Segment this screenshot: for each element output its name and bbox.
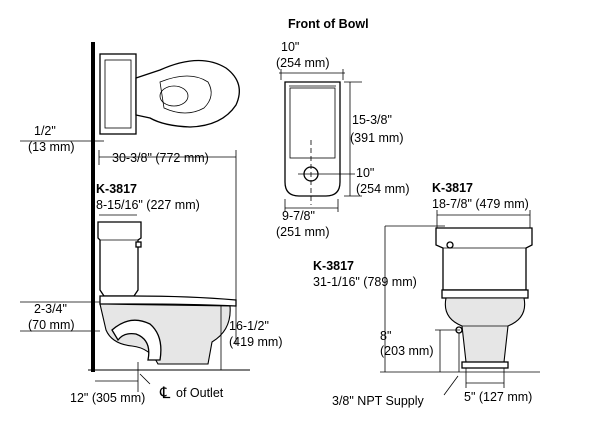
front-seat — [441, 289, 529, 299]
supply-label: 3/8" NPT Supply — [332, 394, 425, 408]
overall-height: 31-1/16" (789 mm) — [313, 275, 417, 289]
overall-length: 30-3/8" (772 mm) — [112, 151, 209, 165]
depth-in: 15-3/8" — [352, 113, 392, 127]
rough-in: 12" (305 mm) — [70, 391, 145, 405]
front-view: K-3817 18-7/8" (479 mm) K-3817 31-1/16" … — [313, 181, 540, 408]
centerline-symbol: ℄ — [159, 385, 171, 402]
rear-in: 9-7/8" — [282, 209, 315, 223]
depth-mm: (391 mm) — [350, 131, 403, 145]
side-view: 1/2" (13 mm) 30-3/8" (772 mm) K-3817 8-1… — [20, 42, 282, 405]
height-model: K-3817 — [313, 259, 354, 273]
tank-depth: 8-15/16" (227 mm) — [96, 198, 200, 212]
bowl-top-tank — [289, 87, 336, 159]
rim-height-mm: (419 mm) — [229, 335, 282, 349]
supply-height-mm: (70 mm) — [28, 318, 75, 332]
front-model: K-3817 — [432, 181, 473, 195]
centerline-label: of Outlet — [176, 386, 224, 400]
side-model: K-3817 — [96, 182, 137, 196]
supply-mm: (203 mm) — [380, 344, 433, 358]
wall-gap-mm: (13 mm) — [28, 140, 75, 154]
hole-mm: (254 mm) — [356, 182, 409, 196]
tank-width: 18-7/8" (479 mm) — [432, 197, 529, 211]
rim-height-in: 16-1/2" — [229, 319, 269, 333]
front-tank — [435, 227, 533, 291]
wall — [91, 42, 95, 372]
supply-in: 8" — [380, 329, 391, 343]
rear-mm: (251 mm) — [276, 225, 329, 239]
front-of-bowl-title: Front of Bowl — [288, 17, 369, 31]
supply-height-in: 2-3/4" — [34, 302, 67, 316]
base-width: 5" (127 mm) — [464, 390, 532, 404]
front-of-bowl-view: Front of Bowl 10" (254 mm) 15-3/8" (391 … — [276, 17, 409, 239]
hole-in: 10" — [356, 166, 374, 180]
front-width-in: 10" — [281, 40, 299, 54]
front-width-mm: (254 mm) — [276, 56, 329, 70]
side-seat — [99, 295, 237, 307]
side-tank — [97, 221, 142, 297]
wall-gap-in: 1/2" — [34, 124, 56, 138]
bowl-top-outline — [284, 81, 341, 197]
